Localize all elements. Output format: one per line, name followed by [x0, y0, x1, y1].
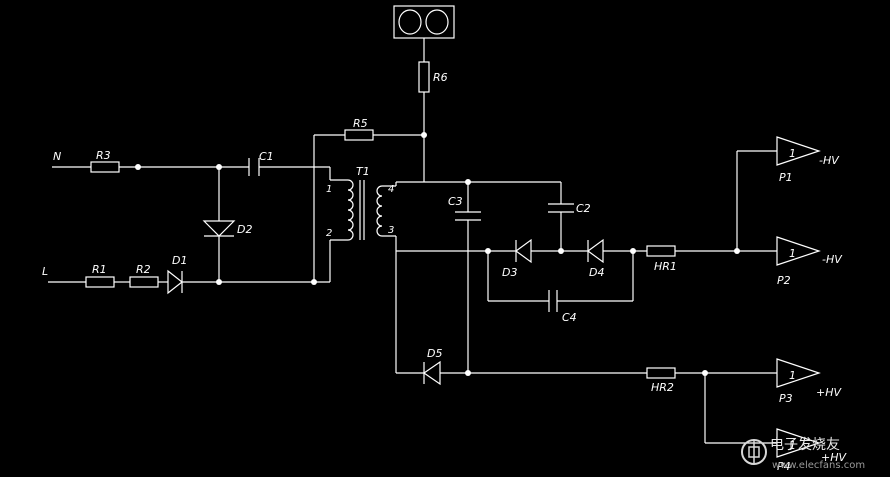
- junctions: [135, 132, 740, 376]
- capacitor-c4-label: C4: [562, 311, 577, 324]
- junction-dot: [465, 179, 471, 185]
- diode-d2-label: D2: [237, 223, 252, 236]
- transformer-pin-2: 2: [326, 228, 332, 239]
- transformer-pin-1: 1: [326, 184, 332, 195]
- diode-d4: D4: [586, 238, 604, 279]
- output-p1-polarity: -HV: [819, 154, 840, 167]
- watermark-text: 电子发烧友: [770, 437, 840, 453]
- output-p4: 1 +HV P4: [776, 428, 847, 473]
- junction-dot: [421, 132, 427, 138]
- capacitor-c1-label: C1: [259, 150, 274, 163]
- resistor-r1: R1: [85, 263, 115, 288]
- resistor-hr1-label: HR1: [654, 260, 677, 273]
- output-p4-polarity: +HV: [821, 451, 847, 464]
- watermark-glyph-icon: [748, 441, 760, 463]
- junction-dot: [558, 248, 564, 254]
- transformer-pin-3: 3: [388, 225, 394, 236]
- output-p4-label: P4: [777, 460, 791, 473]
- neon-lamp: [393, 5, 455, 39]
- resistor-r6-label: R6: [433, 71, 448, 84]
- transformer-t1-label: T1: [356, 165, 370, 178]
- capacitor-c3-label: C3: [448, 195, 463, 208]
- output-p3-polarity: +HV: [816, 386, 842, 399]
- junction-dot: [734, 248, 740, 254]
- capacitor-c2: C2: [548, 202, 591, 215]
- output-p2-label: P2: [777, 274, 791, 287]
- junction-dot: [216, 164, 222, 170]
- capacitor-c1: C1: [248, 150, 274, 176]
- output-p2-polarity: -HV: [822, 253, 843, 266]
- terminal-l-label: L: [42, 265, 48, 278]
- resistor-r5: R5: [344, 117, 374, 141]
- junction-dot: [485, 248, 491, 254]
- resistor-r5-label: R5: [353, 117, 368, 130]
- transformer-t1: T1 1 2 3 4: [326, 165, 396, 241]
- diode-d1-label: D1: [172, 254, 187, 267]
- diode-d5: D5: [422, 347, 442, 386]
- output-p3-symbol: 1: [789, 369, 796, 382]
- output-p2-symbol: 1: [789, 247, 796, 260]
- junction-dot: [630, 248, 636, 254]
- junction-dot: [311, 279, 317, 285]
- output-p3-label: P3: [779, 392, 793, 405]
- resistor-r3-label: R3: [96, 149, 111, 162]
- watermark-logo-icon: [741, 439, 767, 465]
- resistor-r6: R6: [418, 61, 448, 93]
- output-p1: 1 -HV P1: [776, 136, 840, 184]
- resistor-r3: R3: [90, 149, 120, 173]
- output-p1-symbol: 1: [789, 147, 796, 160]
- junction-dot: [135, 164, 141, 170]
- resistor-r2: R2: [129, 263, 159, 288]
- diode-d5-label: D5: [427, 347, 442, 360]
- resistor-hr1: HR1: [646, 245, 677, 273]
- diode-d3-label: D3: [502, 266, 517, 279]
- resistor-r2-label: R2: [136, 263, 151, 276]
- diode-d1: D1: [167, 254, 187, 295]
- junction-dot: [702, 370, 708, 376]
- resistor-hr2-label: HR2: [651, 381, 674, 394]
- output-p2: 1 -HV P2: [776, 236, 843, 287]
- output-p3: 1 +HV P3: [776, 358, 842, 405]
- junction-dot: [216, 279, 222, 285]
- output-p4-symbol: 1: [789, 439, 796, 452]
- capacitor-c4: C4: [548, 290, 577, 324]
- capacitor-c3: C3: [448, 195, 481, 221]
- resistor-hr2: HR2: [646, 367, 676, 394]
- output-p1-label: P1: [779, 171, 793, 184]
- watermark-url: www.elecfans.com: [772, 460, 865, 471]
- diode-d4-label: D4: [589, 266, 604, 279]
- junction-dot: [465, 370, 471, 376]
- diode-d3: D3: [502, 238, 532, 279]
- resistor-r1-label: R1: [92, 263, 107, 276]
- transformer-pin-4: 4: [388, 184, 394, 195]
- diode-d2: D2: [202, 220, 252, 237]
- capacitor-c2-label: C2: [576, 202, 591, 215]
- watermark: 电子发烧友 www.elecfans.com: [741, 437, 865, 471]
- terminal-n-label: N: [53, 150, 61, 163]
